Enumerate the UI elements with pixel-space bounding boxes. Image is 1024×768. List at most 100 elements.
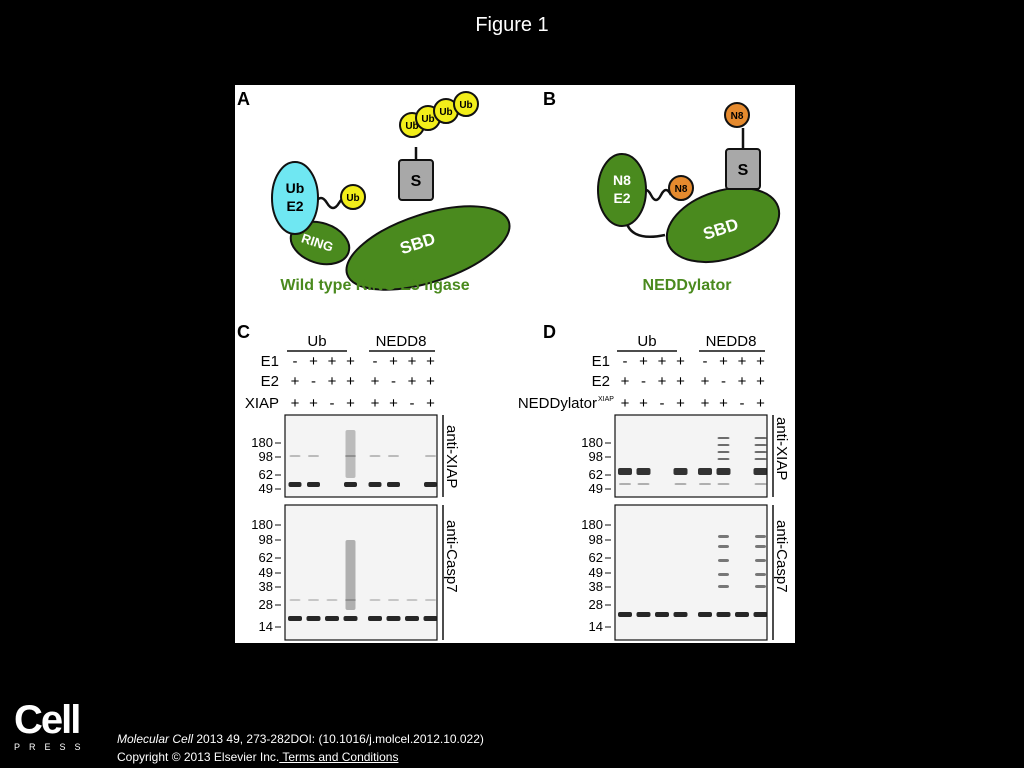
panel-b-caption: NEDDylator bbox=[643, 277, 732, 294]
blot-band bbox=[345, 430, 356, 478]
figure-image: A SBD RING Ub E2 Ub S Ub Ub Ub Ub Wild t… bbox=[235, 85, 795, 643]
blot-band bbox=[345, 455, 356, 457]
condition-sign: + bbox=[309, 353, 318, 370]
condition-sign: + bbox=[389, 395, 398, 412]
citation-block: Molecular Cell 2013 49, 273-282DOI: (10.… bbox=[117, 730, 484, 766]
row-label-neddylator: NEDDylator bbox=[518, 395, 597, 412]
condition-sign: - bbox=[740, 395, 745, 412]
n8-bead-label: N8 bbox=[675, 184, 688, 195]
n8-chain-label: N8 bbox=[731, 111, 744, 122]
blot-top-bands bbox=[288, 430, 437, 487]
mw-marker-28: 28 bbox=[259, 597, 273, 612]
antibody-label-top: anti-XIAP bbox=[443, 425, 460, 488]
citation-line: Molecular Cell 2013 49, 273-282DOI: (10.… bbox=[117, 730, 484, 748]
blot-band bbox=[289, 455, 301, 457]
blot-band bbox=[636, 468, 651, 475]
row-label-superscript: XIAP bbox=[598, 396, 614, 403]
n8-e2-label-1: N8 bbox=[613, 172, 631, 188]
condition-sign: - bbox=[391, 373, 396, 390]
condition-sign: + bbox=[738, 373, 747, 390]
blot-band bbox=[754, 444, 767, 446]
blot-band bbox=[325, 616, 339, 621]
panel-d-letter: D bbox=[543, 322, 556, 342]
cell-press-logo: Cell PRESS bbox=[14, 700, 90, 752]
figure-svg: A SBD RING Ub E2 Ub S Ub Ub Ub Ub Wild t… bbox=[237, 89, 790, 641]
condition-sign: - bbox=[623, 353, 628, 370]
blot-band bbox=[386, 616, 401, 621]
mw-marker-180: 180 bbox=[581, 435, 603, 450]
group-label-nedd8: NEDD8 bbox=[706, 333, 757, 350]
blot-band bbox=[753, 612, 768, 617]
blot-band bbox=[369, 455, 381, 457]
condition-sign: + bbox=[719, 353, 728, 370]
condition-sign: + bbox=[621, 395, 630, 412]
mw-marker-62: 62 bbox=[259, 550, 273, 565]
condition-sign: + bbox=[738, 353, 747, 370]
mw-marker-62: 62 bbox=[259, 467, 273, 482]
condition-sign: - bbox=[641, 373, 646, 390]
logo-main: Cell bbox=[14, 698, 81, 742]
mw-marker-28: 28 bbox=[589, 597, 603, 612]
blot-band bbox=[716, 468, 731, 475]
row-label-e2: E2 bbox=[592, 373, 610, 390]
blot-band bbox=[424, 482, 437, 487]
figure-title: Figure 1 bbox=[475, 14, 549, 36]
blot-band bbox=[755, 535, 766, 538]
journal-name: Molecular Cell bbox=[117, 732, 194, 746]
row-label-e1: E1 bbox=[261, 353, 279, 370]
group-label-nedd8: NEDD8 bbox=[376, 333, 427, 350]
blot-bottom-bands bbox=[288, 540, 438, 621]
condition-sign: + bbox=[658, 373, 667, 390]
copyright-text: Copyright © 2013 Elsevier Inc. bbox=[117, 750, 280, 764]
row-label-xiap: XIAP bbox=[245, 395, 279, 412]
condition-sign: + bbox=[639, 395, 648, 412]
row-label-e2: E2 bbox=[261, 373, 279, 390]
blot-band bbox=[754, 483, 767, 485]
group-label-ub: Ub bbox=[307, 333, 326, 350]
panel-c-letter: C bbox=[237, 322, 250, 342]
panel-a-caption: Wild type RING E3 ligase bbox=[280, 277, 469, 294]
blot-band bbox=[655, 612, 669, 617]
mw-marker-98: 98 bbox=[259, 532, 273, 547]
blot-top bbox=[614, 414, 768, 498]
condition-sign: + bbox=[371, 395, 380, 412]
blot-band bbox=[717, 444, 730, 446]
condition-sign: + bbox=[756, 373, 765, 390]
blot-band bbox=[388, 599, 399, 601]
blot-band bbox=[754, 458, 767, 460]
blot-band bbox=[618, 612, 632, 617]
group-label-ub: Ub bbox=[637, 333, 656, 350]
blot-band bbox=[307, 482, 320, 487]
condition-sign: + bbox=[756, 353, 765, 370]
condition-sign: + bbox=[346, 353, 355, 370]
condition-sign: + bbox=[371, 373, 380, 390]
blot-band bbox=[718, 559, 729, 562]
mw-marker-14: 14 bbox=[259, 619, 273, 634]
condition-sign: - bbox=[293, 353, 298, 370]
blot-band bbox=[755, 573, 766, 576]
substrate-box bbox=[398, 159, 434, 201]
ub-e2-label-1: Ub bbox=[286, 180, 305, 196]
condition-sign: + bbox=[291, 373, 300, 390]
condition-sign: + bbox=[408, 373, 417, 390]
blot-band bbox=[308, 455, 319, 457]
mw-marker-49: 49 bbox=[259, 481, 273, 496]
blot-band bbox=[368, 482, 382, 487]
mw-marker-38: 38 bbox=[589, 579, 603, 594]
blot-band bbox=[718, 573, 729, 576]
ub-chain-bead bbox=[453, 91, 479, 117]
ub-chain-label: Ub bbox=[421, 114, 434, 125]
mw-marker-98: 98 bbox=[259, 449, 273, 464]
blot-band bbox=[326, 599, 338, 601]
condition-sign: - bbox=[703, 353, 708, 370]
mw-marker-180: 180 bbox=[581, 517, 603, 532]
blot-band bbox=[425, 599, 436, 601]
blot-band bbox=[698, 468, 712, 475]
blot-band bbox=[673, 612, 688, 617]
blot-band bbox=[387, 482, 400, 487]
ub-bead-label: Ub bbox=[346, 193, 359, 204]
ub-e2-domain bbox=[271, 161, 319, 235]
condition-sign: + bbox=[658, 353, 667, 370]
terms-link[interactable]: Terms and Conditions bbox=[279, 750, 399, 764]
blot-band bbox=[343, 616, 358, 621]
